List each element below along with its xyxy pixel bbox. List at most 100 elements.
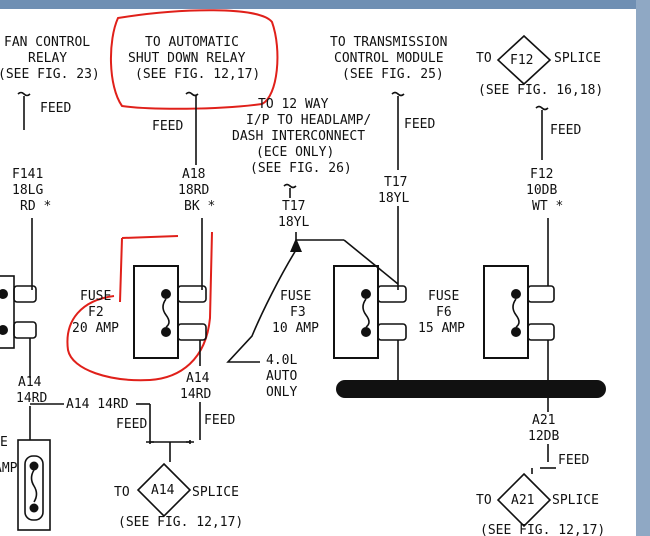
a21-splice-label: SPLICE — [552, 493, 599, 508]
auto-only-label-3: ONLY — [266, 385, 297, 400]
fuse-f2-terminal-top — [177, 285, 207, 303]
fuse-f3-rating: 10 AMP — [272, 321, 319, 336]
tcm-block: TO TRANSMISSION CONTROL MODULE (SEE FIG.… — [272, 35, 447, 380]
wire-f12-color: WT * — [532, 199, 563, 214]
asd-connector-symbol — [185, 91, 199, 97]
asd-relay-label: TO AUTOMATIC — [145, 35, 239, 50]
fuse-left-contact-bottom — [0, 325, 8, 335]
headlamp-label-5: (SEE FIG. 26) — [250, 161, 352, 176]
wire-f141-gauge: 18LG — [12, 183, 43, 198]
asd-relay-block: TO AUTOMATIC SHUT DOWN RELAY (SEE FIG. 1… — [110, 9, 279, 290]
f12-diamond-label: F12 — [510, 53, 533, 68]
fuse-bottom-left-contact-top — [29, 461, 39, 471]
fuse-f6-housing — [483, 265, 529, 359]
f12-see-fig: (SEE FIG. 16,18) — [478, 83, 603, 98]
fuse-f6-contact-top — [511, 289, 521, 299]
fuse-left-terminal-bottom — [13, 321, 37, 339]
headlamp-label-3: DASH INTERCONNECT — [232, 129, 365, 144]
wire-a18-color: BK * — [184, 199, 215, 214]
wire-f12-label: F12 — [530, 167, 553, 182]
a21-diamond-label: A21 — [511, 493, 534, 508]
fuse-f2-label: FUSE — [80, 289, 111, 304]
fuse-f2-contact-bottom — [161, 327, 171, 337]
fuse-f6-label: FUSE — [428, 289, 459, 304]
fuse-bottom-left-link — [30, 469, 38, 503]
fuse-f3-id: F3 — [290, 305, 306, 320]
red-annotation-fuse-f2 — [66, 231, 213, 382]
a14-splice-block: FEED FEED TO A14 SPLICE (SEE FIG. 12,17) — [114, 413, 243, 530]
edge-text-amp: AMP — [0, 461, 18, 476]
fuse-f2-housing — [133, 265, 179, 359]
fuse-bottom-left-contact-bottom — [29, 503, 39, 513]
edge-text-e: E — [0, 435, 8, 450]
wire-t17-diagonal — [343, 239, 399, 285]
tcm-feed-label: FEED — [404, 117, 435, 132]
a14-diamond-label: A14 — [151, 483, 175, 498]
fuse-f2-rating: 20 AMP — [72, 321, 119, 336]
fuse-f6-contact-bottom — [511, 327, 521, 337]
a21-feed-label: FEED — [558, 453, 589, 468]
a14-splice-label: SPLICE — [192, 485, 239, 500]
fan-relay-label: FAN CONTROL — [4, 35, 90, 50]
red-annotation-circle-asd — [110, 9, 279, 110]
fuse-f3-label: FUSE — [280, 289, 311, 304]
auto-only-label-1: 4.0L — [266, 353, 297, 368]
wire-f141-color: RD * — [20, 199, 51, 214]
wire-t17-right-gauge: 18YL — [378, 191, 409, 206]
f12-feed-label: FEED — [550, 123, 581, 138]
headlamp-label-1: TO 12 WAY — [258, 97, 329, 112]
a21-see-fig: (SEE FIG. 12,17) — [480, 523, 605, 536]
f12-to-label: TO — [476, 51, 492, 66]
asd-relay-see-fig: (SEE FIG. 12,17) — [135, 67, 260, 82]
a21-diamond — [496, 472, 552, 528]
tcm-label-2: CONTROL MODULE — [334, 51, 444, 66]
f12-connector-symbol — [535, 105, 549, 111]
auto-only-label-2: AUTO — [266, 369, 297, 384]
a14-diamond — [136, 462, 192, 518]
fuse-bottom-left-element — [24, 455, 44, 521]
fuse-f3-housing — [333, 265, 379, 359]
a21-splice-block: A21 12DB FEED TO A21 SPLICE (SEE FIG. 12… — [476, 398, 605, 536]
t17-arrow-head — [290, 238, 302, 252]
fuse-f2-id: F2 — [88, 305, 104, 320]
fuse-f6-id: F6 — [436, 305, 452, 320]
wire-a18-gauge: 18RD — [178, 183, 209, 198]
fuse-left-partial-housing — [0, 275, 15, 349]
fuse-bottom-left-housing — [17, 439, 51, 531]
wire-t17-auto-path — [226, 249, 297, 363]
fuse-f2-block: FUSE F2 20 AMP A14 14RD — [66, 231, 213, 440]
fuse-f3-terminal-top — [377, 285, 407, 303]
fan-feed-label: FEED — [40, 101, 71, 116]
a21-to-label: TO — [476, 493, 492, 508]
wire-a18-label: A18 — [182, 167, 205, 182]
bus-bar — [336, 380, 606, 398]
tcm-see-fig: (SEE FIG. 25) — [342, 67, 444, 82]
tcm-label-1: TO TRANSMISSION — [330, 35, 447, 50]
asd-relay-label-2: SHUT DOWN RELAY — [128, 51, 246, 66]
fan-relay-label-2: RELAY — [28, 51, 67, 66]
fuse-f6-terminal-bottom — [527, 323, 555, 341]
wire-a14-center-gauge: 14RD — [180, 387, 211, 402]
fuse-f3-contact-top — [361, 289, 371, 299]
headlamp-label-4: (ECE ONLY) — [256, 145, 334, 160]
headlamp-label-2: I/P TO HEADLAMP/ — [246, 113, 371, 128]
wire-a21-gauge: 12DB — [528, 429, 559, 444]
fan-connector-symbol — [17, 91, 31, 97]
wire-a14-left-label: A14 — [18, 375, 42, 390]
a14-see-fig: (SEE FIG. 12,17) — [118, 515, 243, 530]
headlamp-interconnect-block: TO 12 WAY I/P TO HEADLAMP/ DASH INTERCON… — [226, 97, 399, 400]
fan-control-relay-block: FAN CONTROL RELAY (SEE FIG. 23) FEED F14… — [0, 35, 151, 531]
fuse-f6-rating: 15 AMP — [418, 321, 465, 336]
fuse-f6-link — [512, 298, 520, 328]
wire-a14-center-label: A14 — [186, 371, 210, 386]
wire-t17-right-label: T17 — [384, 175, 407, 190]
f12-splice-label: SPLICE — [554, 51, 601, 66]
fuse-f6-terminal-top — [527, 285, 555, 303]
fuse-f3-contact-bottom — [361, 327, 371, 337]
wire-a14-left-gauge: 14RD — [16, 391, 47, 406]
right-edge-strip — [636, 0, 650, 536]
a14-feed-left-label: FEED — [116, 417, 147, 432]
fuse-f2-contact-top — [161, 289, 171, 299]
wire-f141-label: F141 — [12, 167, 43, 182]
